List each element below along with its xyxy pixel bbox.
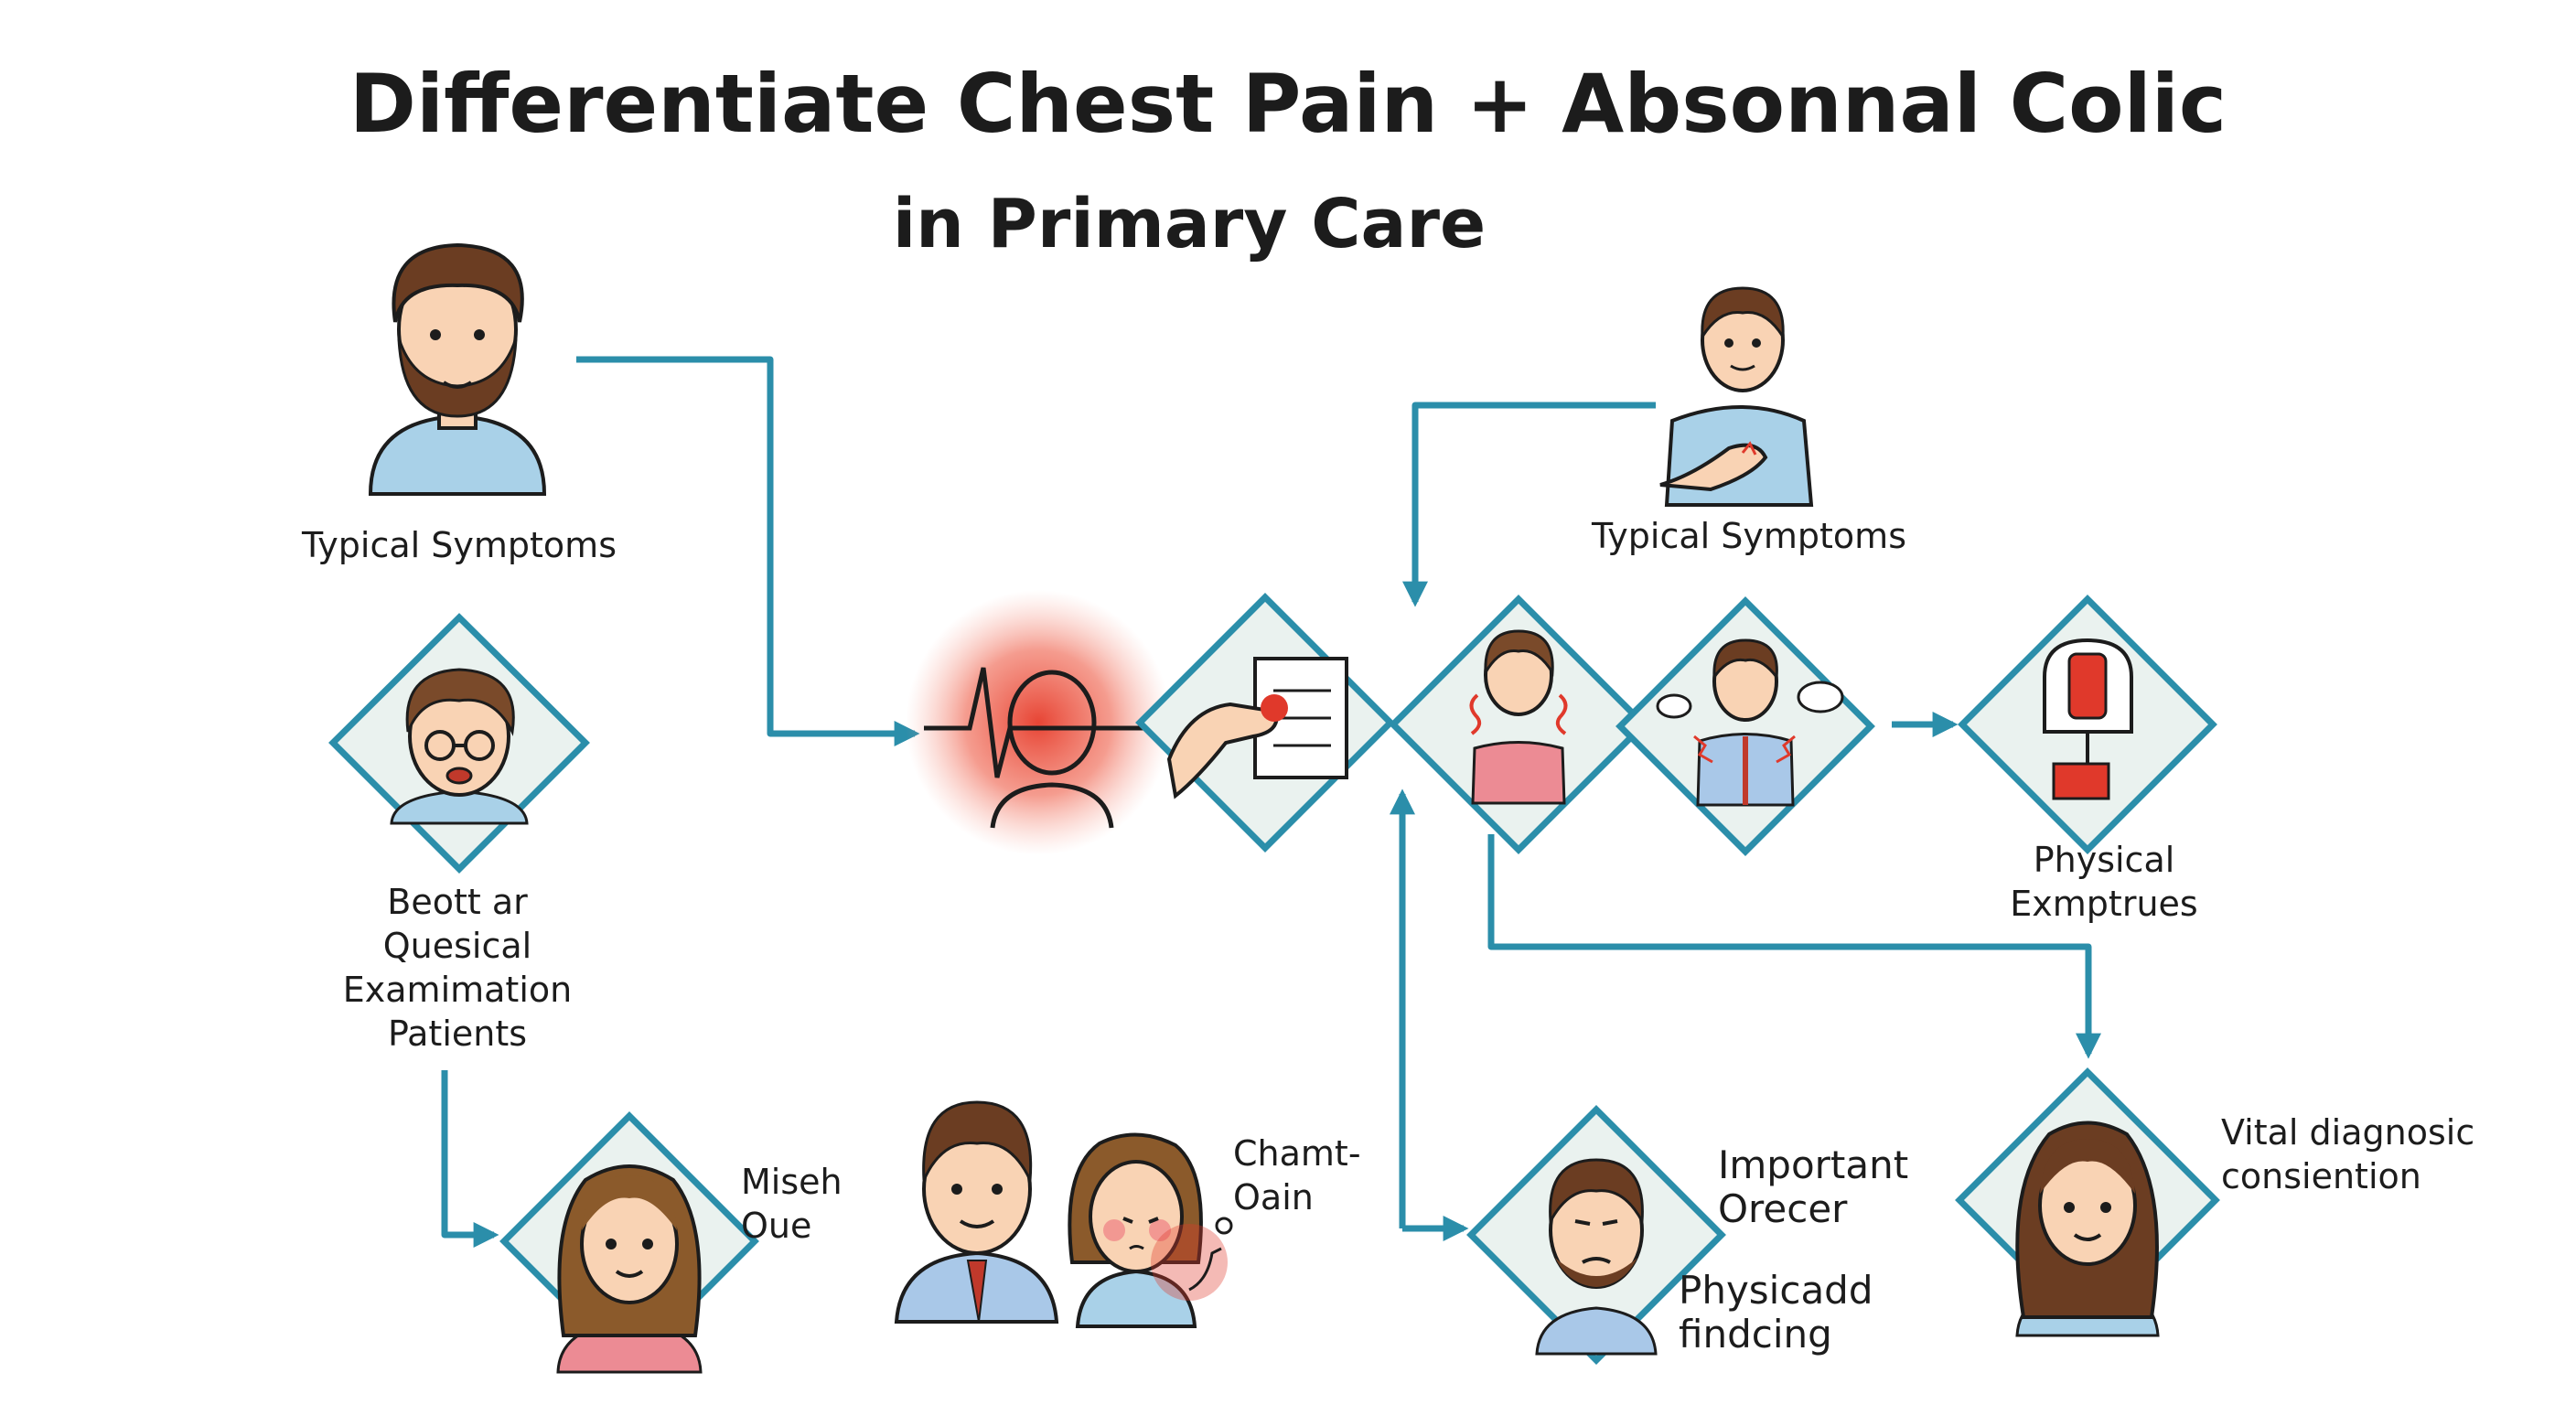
arrow-top-right-down <box>1402 402 1656 607</box>
hand-clipboard-icon <box>1166 657 1348 799</box>
diagram-title: Differentiate Chest Pain + Absonnal Coli… <box>349 57 2227 151</box>
male-bearded-avatar-icon <box>368 242 547 496</box>
diamond-node-woman <box>1389 595 1648 854</box>
label-bottom-center: Chamt- Oain <box>1233 1133 1361 1217</box>
label-top-right: Typical Symptoms <box>1592 516 1906 556</box>
diamond-node-man-distress <box>1615 596 1875 856</box>
label-physical-finding: Physicadd findcing <box>1679 1268 1873 1357</box>
worried-boy-glasses-icon <box>390 668 529 825</box>
patient-silhouette-icon <box>990 670 1114 829</box>
female-avatar-icon <box>556 1164 703 1374</box>
label-important-order: Important Orecer <box>1718 1142 1909 1231</box>
arrow-top-left-to-pulse <box>576 356 920 746</box>
man-distress-icon <box>1656 638 1844 807</box>
label-right-middle: Physical Exmptrues <box>2010 840 2198 924</box>
doctor-icon <box>894 1100 1059 1324</box>
diamond-node-worried-boy <box>328 613 590 874</box>
diagram-subtitle: in Primary Care <box>892 185 1487 263</box>
pulse-heartbeat-icon <box>924 667 1143 778</box>
connector-lines <box>441 356 2101 1248</box>
sick-girl-icon <box>1068 1132 1233 1328</box>
man-frown-icon <box>1535 1158 1658 1356</box>
diamond-node-female <box>499 1111 759 1374</box>
diamond-node-clipboard <box>1135 593 1395 853</box>
diamond-node-inhaler <box>1958 595 2217 854</box>
label-left-middle: Beott ar Quesical Examimation Patients <box>342 882 573 1054</box>
diamond-node-man-frown <box>1466 1105 1726 1365</box>
label-top-left: Typical Symptoms <box>302 525 617 565</box>
woman-long-hair-icon <box>2015 1121 2160 1337</box>
inhaler-device-icon <box>2043 638 2133 800</box>
woman-chest-pain-icon <box>1469 629 1568 805</box>
arrow-left-down <box>441 1070 499 1248</box>
diamond-node-woman-long-hair <box>1955 1067 2220 1337</box>
label-bottom-left: Miseh Oue <box>741 1162 843 1246</box>
man-hand-on-chest-icon <box>1659 286 1814 507</box>
arrow-to-vital <box>1487 834 2101 1059</box>
pulse-node <box>906 590 1171 855</box>
label-bottom-right: Vital diagnosic consiention <box>2221 1112 2475 1196</box>
